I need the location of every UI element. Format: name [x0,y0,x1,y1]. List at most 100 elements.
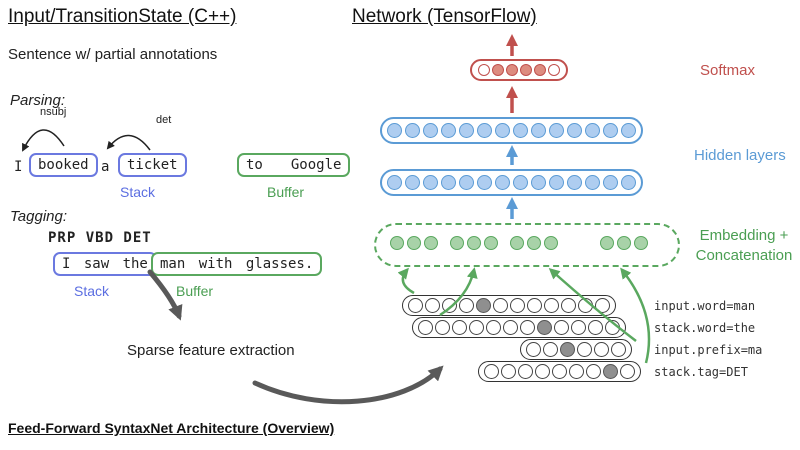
parsing-stack-label: Stack [120,184,156,200]
embedding-group-4 [600,236,648,250]
tagging-buffer-box: man with glasses. [151,252,323,276]
unit-circle [495,175,510,190]
unit-circle [588,320,603,335]
unit-circle [561,298,576,313]
unit-circle [493,298,508,313]
unit-circle [549,123,564,138]
embedding-group-2 [450,236,498,250]
unit-circle [467,236,481,250]
unit-circle [526,342,541,357]
sparse-feature-extraction-label: Sparse feature extraction [127,342,295,359]
unit-circle [484,236,498,250]
unit-circle [459,123,474,138]
feature-vector-row-1 [402,295,616,316]
unit-circle [520,320,535,335]
hidden-layer-1 [380,117,643,144]
unit-circle [527,236,541,250]
embedding-group-1 [390,236,438,250]
unit-circle [423,175,438,190]
unit-circle [390,236,404,250]
unit-circle [603,364,618,379]
header-left: Input/TransitionState (C++) [8,6,237,27]
unit-circle [459,298,474,313]
hidden-layers-label: Hidden layers [694,147,786,164]
unit-circle [603,175,618,190]
unit-circle [535,364,550,379]
unit-circle [569,364,584,379]
unit-circle [549,175,564,190]
unit-circle [418,320,433,335]
sparse-to-network-arrow [252,365,444,405]
unit-circle [567,123,582,138]
parsing-buffer-label: Buffer [267,184,305,200]
unit-circle [424,236,438,250]
unit-circle [442,298,457,313]
unit-circle [595,298,610,313]
tagging-stack-box: I saw the [53,252,157,276]
unit-circle [405,175,420,190]
unit-circle [441,123,456,138]
parsing-stack-box-booked: booked [29,153,98,177]
feature1-arrow [397,267,415,295]
feature-vector-row-3 [520,339,632,360]
feature-vector-row-2 [412,317,626,338]
unit-circle [495,123,510,138]
parsing-heading: Parsing: [10,92,66,109]
unit-circle [405,123,420,138]
unit-circle [510,236,524,250]
parsing-word-a: a [101,159,110,175]
unit-circle [544,236,558,250]
unit-circle [492,64,504,76]
unit-circle [501,364,516,379]
parsing-word-to: to [246,157,263,173]
unit-circle [605,320,620,335]
unit-circle [520,64,532,76]
pos-tags: PRP VBD DET [48,230,152,246]
parsing-word-google: Google [290,157,342,173]
parsing-word-i: I [14,159,23,175]
softmax-label: Softmax [700,62,756,79]
det-arc-label: det [156,114,172,126]
unit-circle [477,175,492,190]
tagging-stack-label: Stack [74,283,110,299]
unit-circle [594,342,609,357]
unit-circle [425,298,440,313]
embedding-box [374,223,680,267]
unit-circle [387,123,402,138]
unit-circle [544,298,559,313]
unit-circle [452,320,467,335]
nsubj-arc [22,129,65,152]
parsing-stack-box-ticket: ticket [118,153,187,177]
tagging-buffer-label: Buffer [176,283,214,299]
unit-circle [578,298,593,313]
unit-circle [477,123,492,138]
unit-circle [531,175,546,190]
unit-circle [634,236,648,250]
unit-circle [567,175,582,190]
unit-circle [585,175,600,190]
unit-circle [486,320,501,335]
unit-circle [537,320,552,335]
unit-circle [603,123,618,138]
subtitle: Sentence w/ partial annotations [8,46,218,63]
unit-circle [506,64,518,76]
unit-circle [450,236,464,250]
embedding-group-3 [510,236,558,250]
unit-circle [518,364,533,379]
unit-circle [407,236,421,250]
unit-circle [408,298,423,313]
unit-circle [620,364,635,379]
unit-circle [586,364,601,379]
embedding-label: Embedding + Concatenation [688,226,800,266]
unit-circle [577,342,592,357]
unit-circle [548,64,560,76]
feature-label-4: stack.tag=DET [654,365,748,379]
feature-vector-row-4 [478,361,641,382]
unit-circle [600,236,614,250]
unit-circle [560,342,575,357]
tagging-to-sparse-arrow [147,269,183,321]
det-arc [106,134,151,151]
unit-circle [617,236,631,250]
unit-circle [621,123,636,138]
